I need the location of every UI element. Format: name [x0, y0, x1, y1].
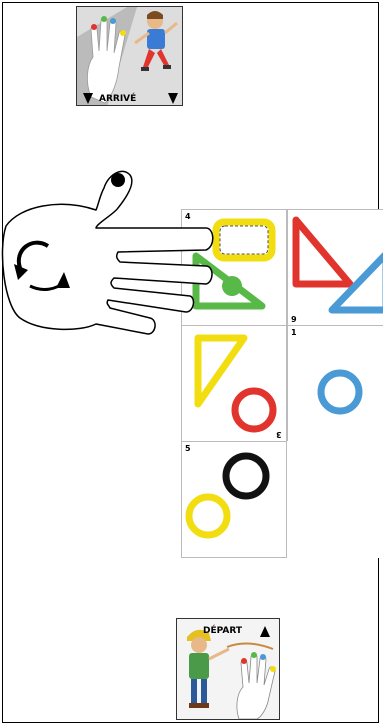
cell-5-tokens [182, 442, 288, 559]
arrive-card[interactable]: ARRIVÉ [76, 6, 183, 106]
cell-4-tokens [182, 210, 288, 327]
depart-card[interactable]: DÉPART [176, 618, 280, 720]
board-cell-6[interactable]: 6 [287, 209, 383, 326]
cell-6-tokens [288, 210, 383, 327]
depart-label: DÉPART [203, 626, 242, 636]
cell-3-tokens [182, 326, 288, 443]
triangle-down-icon [77, 7, 183, 106]
board-cell-3[interactable]: 3 [181, 325, 287, 442]
board-cell-1[interactable]: 1 [287, 325, 383, 442]
board-cell-empty [287, 441, 383, 558]
board-cell-5[interactable]: 5 [181, 441, 287, 558]
cell-1-tokens [288, 326, 383, 443]
arrive-label: ARRIVÉ [99, 94, 136, 104]
board-cell-4[interactable]: 4 [181, 209, 287, 326]
